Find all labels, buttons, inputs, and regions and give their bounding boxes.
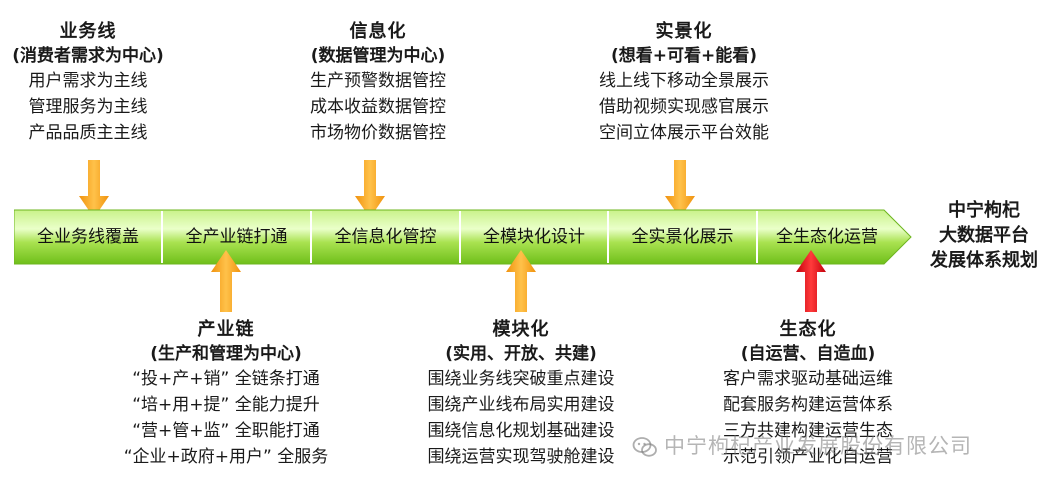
timeline-segment: 全实景化展示	[631, 227, 734, 247]
watermark: 中宁枸杞产业发展股份有限公司	[632, 430, 972, 460]
watermark-text: 中宁枸杞产业发展股份有限公司	[664, 434, 972, 458]
block-title: 生态化	[779, 319, 837, 340]
timeline-segment: 全生态化运营	[776, 227, 878, 247]
top-block-live-view: 实景化 (想看+可看+能看) 线上线下移动全景展示 借助视频实现感官展示 空间立…	[582, 20, 786, 146]
timeline-segment: 全信息化管控	[334, 227, 437, 247]
list-item: “企业+政府+用户” 全服务	[123, 447, 329, 467]
block-title: 实景化	[655, 21, 713, 42]
list-item: 围绕运营实现驾驶舱建设	[427, 447, 615, 467]
list-item: 线上线下移动全景展示	[599, 71, 769, 91]
block-subtitle: (生产和管理为中心)	[150, 344, 302, 364]
top-block-informatization: 信息化 (数据管理为中心) 生产预警数据管控 成本收益数据管控 市场物价数据管控	[288, 20, 468, 146]
list-item: “营+管+监” 全职能打通	[132, 421, 320, 441]
diagram-title-line: 发展体系规划	[930, 250, 1038, 271]
list-item: 配套服务构建运营体系	[723, 395, 893, 415]
list-item: “投+产+销” 全链条打通	[132, 369, 320, 389]
list-item: 空间立体展示平台效能	[599, 123, 769, 143]
bottom-block-ecosystem: 生态化 (自运营、自造血) 客户需求驱动基础运维 配套服务构建运营体系 三方共建…	[706, 318, 910, 470]
list-item: 市场物价数据管控	[310, 123, 446, 143]
block-subtitle: (数据管理为中心)	[310, 46, 446, 66]
list-item: 产品品质主主线	[28, 123, 148, 143]
block-subtitle: (实用、开放、共建)	[445, 344, 597, 364]
arrow-up-icon	[505, 250, 537, 312]
arrow-down-icon	[664, 160, 696, 220]
list-item: 管理服务为主线	[28, 97, 148, 117]
timeline-bar: 全业务线覆盖 全产业链打通 全信息化管控 全模块化设计 全实景化展示 全生态化运…	[14, 208, 912, 266]
timeline-segment: 全模块化设计	[483, 227, 585, 247]
timeline-arrow-shape	[14, 209, 912, 265]
list-item: 围绕业务线突破重点建设	[427, 369, 615, 389]
block-title: 产业链	[197, 319, 255, 340]
arrow-up-red-icon	[795, 250, 827, 312]
wechat-icon	[632, 434, 658, 460]
block-subtitle: (自运营、自造血)	[740, 344, 876, 364]
arrow-up-icon	[210, 250, 242, 312]
arrow-down-icon	[354, 160, 386, 220]
list-item: 用户需求为主线	[28, 71, 148, 91]
timeline-segment: 全产业链打通	[185, 227, 288, 247]
list-item: 成本收益数据管控	[310, 97, 446, 117]
block-title: 信息化	[349, 21, 407, 42]
list-item: 围绕信息化规划基础建设	[427, 421, 615, 441]
list-item: 客户需求驱动基础运维	[723, 369, 893, 389]
arrow-down-icon	[78, 160, 110, 220]
bottom-block-modular: 模块化 (实用、开放、共建) 围绕业务线突破重点建设 围绕产业线布局实用建设 围…	[410, 318, 632, 470]
list-item: 三方共建构建运营生态	[723, 421, 893, 441]
list-item: 示范引领产业化自运营	[723, 447, 893, 467]
diagram-title-line: 中宁枸杞	[948, 200, 1020, 221]
block-subtitle: (消费者需求为中心)	[12, 46, 164, 66]
diagram-title-line: 大数据平台	[939, 225, 1029, 246]
list-item: “培+用+提” 全能力提升	[132, 395, 320, 415]
timeline-segment: 全业务线覆盖	[37, 227, 139, 247]
block-title: 模块化	[492, 319, 550, 340]
block-title: 业务线	[59, 21, 117, 42]
block-subtitle: (想看+可看+能看)	[610, 46, 758, 66]
list-item: 围绕产业线布局实用建设	[427, 395, 615, 415]
top-block-business: 业务线 (消费者需求为中心) 用户需求为主线 管理服务为主线 产品品质主主线	[2, 20, 174, 146]
bottom-block-industry-chain: 产业链 (生产和管理为中心) “投+产+销” 全链条打通 “培+用+提” 全能力…	[108, 318, 344, 470]
list-item: 生产预警数据管控	[310, 71, 446, 91]
diagram-title: 中宁枸杞 大数据平台 发展体系规划	[918, 198, 1050, 273]
list-item: 借助视频实现感官展示	[599, 97, 769, 117]
